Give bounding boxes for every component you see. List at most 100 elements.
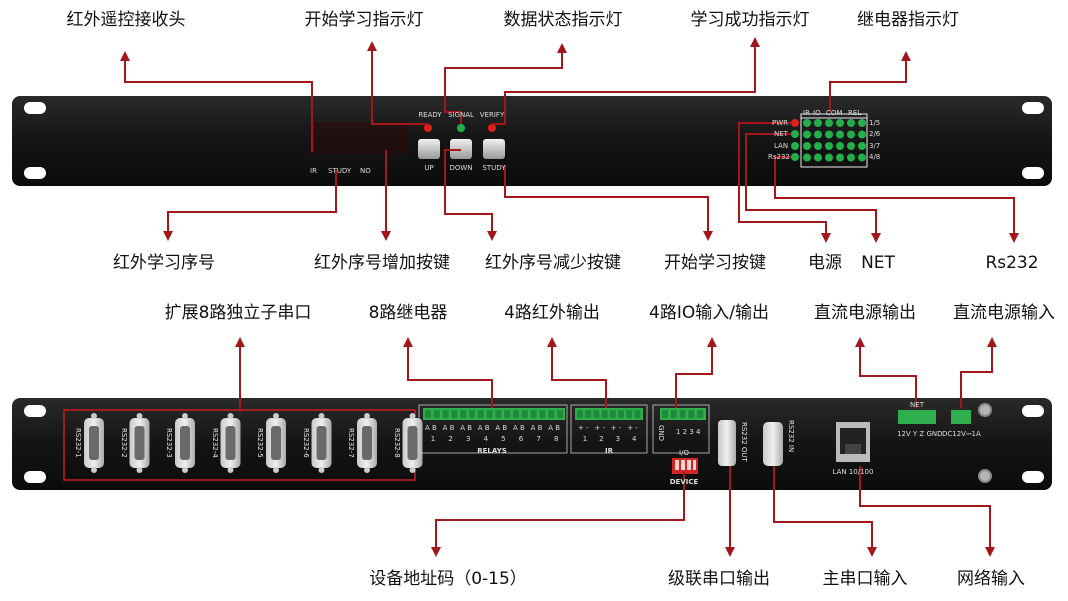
ir-number-label: 2 [599,435,604,443]
relay-ab-label: A B [530,424,543,432]
front-verify-label: VERIFY [479,111,505,119]
lan-label: LAN 10/100 [832,468,874,476]
grid-io-label: IO [813,109,821,117]
grid-com-label: COM [826,109,843,117]
relay-status-led [825,130,833,139]
relay-number-label: 3 [465,435,471,443]
relay-status-led [836,119,844,127]
study-button[interactable] [483,139,505,159]
relay-ab-label: A B [477,424,490,432]
callout-cascade: 级联串口输出 [668,569,770,589]
rear-panel [12,398,1052,490]
callout-learn-success-led: 学习成功指示灯 [690,10,810,30]
relay-number-label: 7 [536,435,541,443]
serial-port-label: RS232-5 [256,428,264,458]
front-panel [12,96,1052,186]
net-pins-label: 12V Y Z GND [897,430,943,438]
callout-ir-number-up-key: 红外序号增加按键 [314,253,450,273]
front-ir-label: IR [310,167,317,175]
grid-row1-label: 1/5 [869,119,881,127]
relay-number-label: 2 [448,435,453,443]
front-rs232-label: Rs232 [768,153,790,161]
dc-label: DC12V⎓1A [942,430,981,438]
relay-ab-label: A B [425,424,437,432]
relay-status-led [847,153,855,162]
ir-number-label: 3 [615,435,621,443]
callout-ir-out: 4路红外输出 [504,303,600,323]
callout-ir-number-down-key: 红外序号减少按键 [485,253,621,273]
relay-status-led [847,130,855,139]
relays-label: RELAYS [477,447,507,455]
ir-polarity-label: + - [594,424,606,432]
callout-network: 网络输入 [957,569,1025,589]
front-study-btn-label: STUDY [482,164,506,172]
relay-number-label: 6 [518,435,524,443]
ir-out-label: IR [605,447,613,455]
relay-ab-label: A B [442,424,455,432]
relay-ab-label: A B [460,424,473,432]
grid-rel-label: REL [848,109,862,117]
relay-status-led [836,130,844,139]
callout-dc-out: 直流电源输出 [814,303,916,323]
front-net-label: NET [774,130,788,138]
io-switch-label: I/O [679,449,689,457]
callout-io: 4路IO输入/输出 [649,303,769,323]
front-ready-label: READY [418,111,442,119]
serial-port-connector [357,413,377,473]
front-signal-label: SIGNAL [448,111,474,119]
relay-ab-label: A B [548,424,561,432]
ir-polarity-label: + - [610,424,622,432]
relay-ab-label: A B [513,424,525,432]
serial-port-connector [402,413,423,473]
grid-row4-label: 4/8 [869,153,881,161]
relay-status-led [858,153,866,162]
callout-relay-led: 继电器指示灯 [857,10,959,30]
relay-status-led [847,119,855,127]
relay-status-led [836,153,844,162]
callout-learn-start-led: 开始学习指示灯 [304,10,424,30]
relay-ab-label: A B [495,424,508,432]
serial-port-connector [84,413,104,473]
ir-number-label: 1 [582,435,588,443]
relay-number-label: 8 [553,435,559,443]
ir-number-label: 4 [631,435,637,443]
callout-arrows [120,37,1019,557]
front-down-label: DOWN [449,164,473,172]
serial-port-label: RS232-8 [392,428,401,458]
grid-ir-label: IR [803,109,810,117]
front-up-label: UP [424,164,434,172]
serial-port-connector [175,413,195,473]
callout-learn-start-key: 开始学习按键 [664,253,766,273]
callout-ir-receiver: 红外遥控接收头 [66,10,186,30]
callout-dc-in: 直流电源输入 [953,303,1055,323]
relay-status-led [803,130,811,139]
serial-port-connector [220,413,241,473]
callout-ir-learn-number: 红外学习序号 [113,253,215,273]
io-pin-numbers: 1 2 3 4 [676,428,701,436]
net-terminal-label: NET [910,401,924,409]
device-label: DEVICE [669,478,699,486]
serial-port-label: RS232-6 [301,428,310,458]
front-lan-label: LAN [774,142,789,150]
callout-relays: 8路继电器 [368,303,448,323]
front-no-label: NO [360,167,371,175]
serial-port-connector [311,413,332,473]
rs232-in-label: RS232 IN [787,420,795,453]
grid-row2-label: 2/6 [869,130,881,138]
relay-status-led [847,142,855,150]
serial-port-label: RS232-3 [165,428,173,458]
relay-status-led [825,119,833,127]
relay-status-led [858,130,866,139]
io-gnd-label: GND [657,425,665,442]
relay-status-led [803,119,811,127]
relay-status-led [825,153,833,162]
relay-status-led [803,142,811,150]
callout-data-status-led: 数据状态指示灯 [503,10,623,30]
serial-port-label: RS232-1 [74,428,82,458]
relay-number-label: 5 [501,435,506,443]
callout-address: 设备地址码（0-15） [369,569,527,589]
relay-status-led [814,142,822,150]
up-button[interactable] [418,139,440,159]
relay-status-led [814,130,822,139]
front-pwr-label: PWR [772,119,789,127]
